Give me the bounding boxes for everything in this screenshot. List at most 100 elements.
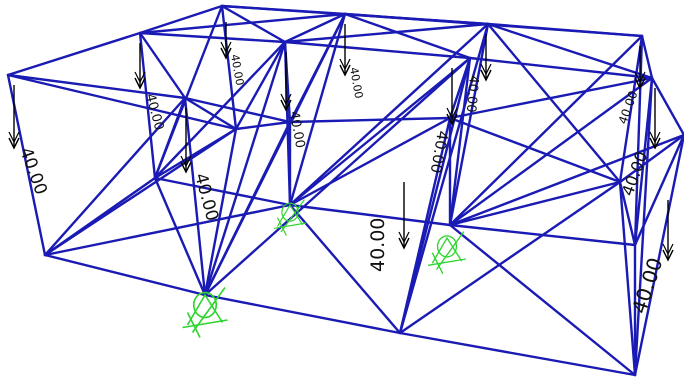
truss-members [6,4,684,377]
truss-member [448,133,684,227]
truss-member [398,22,490,335]
truss-member [448,34,644,227]
truss-member [448,180,622,227]
truss-member [288,116,452,207]
load-arrowhead-icon [134,71,146,84]
truss-member [138,31,187,100]
truss-member [183,96,292,124]
load-arrowhead-icon [634,77,646,90]
truss-member [288,12,347,207]
truss-member [6,31,142,77]
support-symbols [182,199,467,338]
truss-member [138,12,347,35]
truss-member [288,22,490,207]
truss-member [288,116,452,124]
truss-member [398,331,637,377]
truss-member [288,12,347,124]
support-stroke [276,217,287,236]
load-value-label: 40.00 [286,110,307,149]
load-arrowhead-icon [446,113,458,126]
load-2[interactable]: 40.00 [134,43,166,132]
truss-member [43,253,207,297]
truss-member [468,56,654,80]
truss-member [153,176,207,297]
load-arrowhead-icon [134,77,146,90]
support-stroke [191,287,226,333]
load-arrowhead-icon [280,93,292,106]
support-stroke [435,231,465,270]
support-stroke [186,293,224,326]
load-1[interactable]: 40.00 [8,85,51,197]
truss-member [618,180,637,247]
load-arrowhead-icon [180,155,192,168]
load-value-label: 40.00 [142,92,166,132]
support-stroke [186,312,201,338]
truss-member [288,203,452,227]
truss-member [220,4,238,131]
load-7[interactable]: 40.00 [463,34,492,113]
truss-member [203,127,238,297]
truss-member [486,22,622,184]
load-arrowhead-icon [339,58,351,71]
support-stroke [431,236,463,264]
load-arrowhead-icon [649,137,661,150]
support-stroke [273,222,307,229]
truss-member [153,176,292,207]
truss-member [288,56,472,207]
load-arrowhead-icon [339,64,351,77]
load-value-label: 40.00 [627,255,668,317]
truss-member [183,96,238,131]
pinned-support-icon[interactable] [273,199,307,236]
truss-member [398,180,622,335]
truss-member [486,22,654,80]
load-arrowhead-icon [398,237,410,250]
load-value-label: 40.00 [228,53,246,86]
truss-member [288,203,402,335]
load-5[interactable]: 40.00 [280,52,307,149]
load-arrowhead-icon [634,71,646,84]
load-value-label: 40.00 [616,89,641,126]
truss-member [138,4,224,35]
load-arrowhead-icon [662,249,674,262]
truss-member [43,203,292,257]
truss-member [138,31,157,180]
load-arrowhead-icon [446,107,458,120]
truss-member [448,76,654,227]
truss-member [138,31,287,44]
load-arrowhead-icon [662,243,674,256]
truss-member [633,34,644,247]
support-stroke [427,258,467,266]
support-stroke [182,319,228,329]
truss-member [153,96,187,180]
load-9[interactable]: 40.00 [367,182,410,272]
truss-member [6,73,238,131]
truss-member [633,133,684,247]
load-4[interactable]: 40.00 [339,24,365,100]
truss-member [153,40,287,180]
truss-member [448,22,490,227]
load-arrows: 40.00 40.00 40.00 40.00 40.00 40.00 40.00 40.00… [8,22,674,317]
load-3[interactable]: 40.00 [220,22,246,87]
truss-member [283,40,472,60]
load-arrowhead-icon [280,99,292,112]
truss-member [618,180,637,377]
truss-member [220,4,287,44]
load-arrowhead-icon [8,137,20,150]
truss-member [448,223,637,377]
load-arrowhead-icon [649,131,661,144]
truss-member [398,116,452,335]
support-stroke [276,203,304,227]
truss-member [633,133,684,377]
load-value-label: 40.00 [347,66,365,99]
support-stroke [280,199,305,233]
truss-member [448,56,472,120]
support-stroke [431,252,444,275]
truss-member [283,12,347,44]
truss-member [448,56,472,227]
pinned-support-icon[interactable] [427,231,467,275]
truss-member [640,34,654,80]
truss-member [283,22,490,44]
pinned-support-icon[interactable] [182,287,228,338]
